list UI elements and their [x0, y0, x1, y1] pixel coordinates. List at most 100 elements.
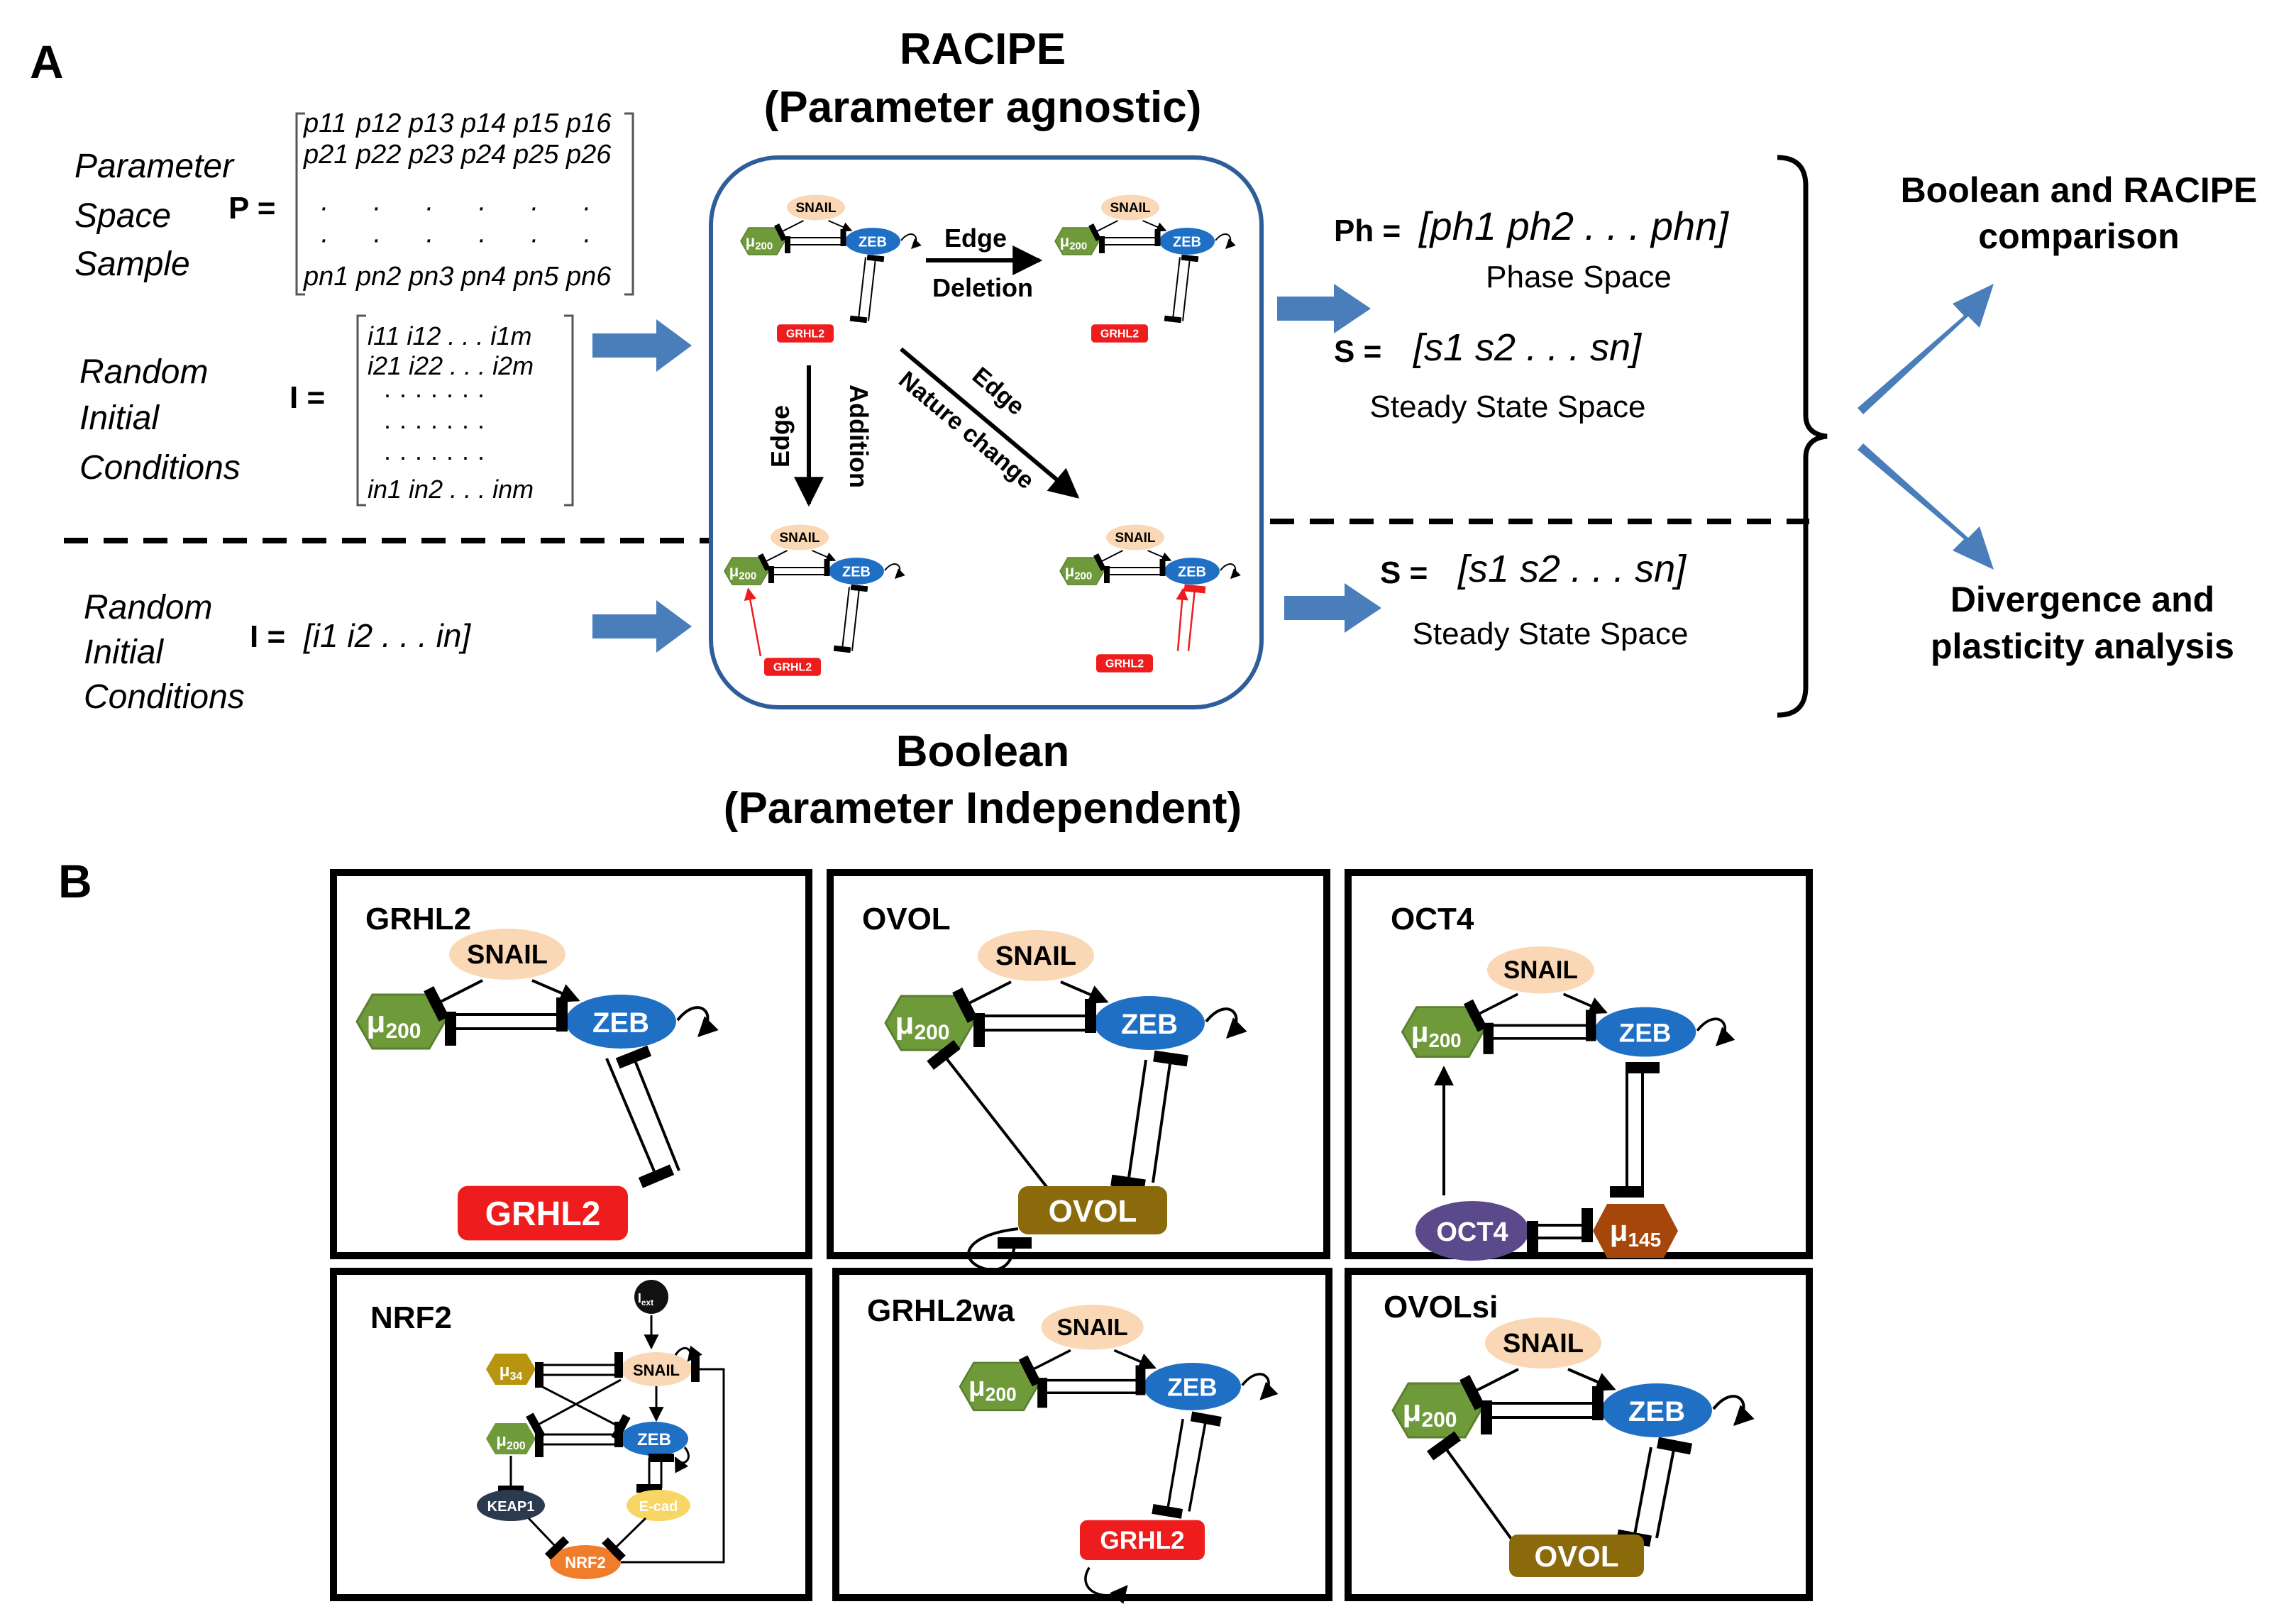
init-label-line2: Initial [79, 399, 160, 437]
network-grhl2 [357, 929, 707, 1241]
svg-text:OVOL: OVOL [1534, 1539, 1618, 1573]
init-row-1: i11 i12 . . . i1m [368, 321, 531, 350]
arrow-init-to-racipe [592, 319, 692, 372]
init-label-line1: Random [79, 353, 208, 391]
param-label-line1: Parameter [74, 148, 235, 185]
param-matrix-cell: p16 [565, 109, 612, 138]
param-matrix-cell: · [372, 193, 381, 223]
phase-caption: Phase Space [1486, 260, 1672, 294]
panel-b-letter: B [58, 855, 92, 907]
param-matrix-cell: p15 [513, 109, 559, 138]
param-matrix-cell: pn5 [513, 262, 559, 292]
arrow-racipe-to-output [1277, 284, 1371, 333]
param-matrix-cell: p12 [355, 109, 401, 138]
steady-symbol: S = [1334, 334, 1381, 369]
edge-addition-label-1: Edge [766, 405, 795, 468]
param-matrix-cell: p24 [460, 140, 506, 170]
phase-vector: [ph1 ph2 . . . phn] [1418, 204, 1729, 248]
boolean-title: Boolean [896, 727, 1070, 776]
arrow-bool-init-to-boolean [592, 600, 692, 653]
edge-nature-arrow [900, 347, 1080, 499]
bool-init-line1: Random [84, 589, 212, 626]
bool-steady-symbol: S = [1380, 555, 1428, 590]
svg-text:SNAIL: SNAIL [633, 1361, 680, 1379]
param-matrix-cell: · [529, 193, 539, 223]
box-ovol [827, 869, 1330, 1259]
param-symbol: P = [228, 191, 275, 226]
param-matrix-cell: pn4 [460, 262, 506, 292]
svg-text:OVOL: OVOL [1049, 1194, 1137, 1229]
init-label-line3: Conditions [79, 449, 241, 487]
param-matrix-cell: · [319, 193, 329, 223]
arrow-to-comparison [1858, 284, 1994, 414]
param-label-line3: Sample [74, 245, 190, 283]
param-matrix-cell: pn1 [303, 262, 348, 292]
bool-init-label: Random Initial Conditions [84, 589, 245, 716]
net-title-nrf2: NRF2 [370, 1300, 452, 1335]
bool-init-line3: Conditions [84, 678, 245, 716]
param-matrix-cell: p25 [513, 140, 559, 170]
edge-deletion-label-2: Deletion [932, 273, 1033, 302]
param-matrix-dot: · [372, 225, 381, 255]
init-row-2: i21 i22 . . . i2m [368, 351, 534, 380]
init-row-dots-3: · · · · · · · [383, 442, 485, 471]
racipe-subtitle: (Parameter agnostic) [764, 83, 1202, 132]
outcome-comparison-2: comparison [1978, 216, 2179, 256]
param-matrix-cell: p23 [408, 140, 453, 170]
init-matrix: i11 i12 . . . i1m i21 i22 . . . i2m · · … [356, 314, 574, 507]
param-matrix-cell: p21 [303, 140, 348, 170]
param-matrix-cell: · [424, 193, 434, 223]
initial-conditions-label: Random Initial Conditions [79, 353, 241, 487]
param-matrix-cell: p13 [408, 109, 453, 138]
arrow-to-divergence [1858, 443, 1994, 570]
bool-steady-caption: Steady State Space [1413, 616, 1689, 651]
box-grhl2wa [832, 1268, 1332, 1601]
net-title-ovol: OVOL [862, 902, 951, 936]
param-matrix-cell: p14 [460, 109, 506, 138]
param-matrix-cell: · [582, 193, 591, 223]
network-oct4: OCT4 μ145 [1402, 946, 1725, 1261]
racipe-title: RACIPE [900, 25, 1066, 74]
param-matrix-cell: p26 [565, 140, 612, 170]
param-matrix-dot: · [529, 225, 539, 255]
box-oct4 [1345, 869, 1813, 1259]
network-grhl2wa [960, 1305, 1269, 1604]
box-grhl2 [330, 869, 812, 1259]
network-ovolsi: OVOL [1393, 1317, 1743, 1577]
param-matrix-cell: p11 [303, 109, 347, 138]
outcome-divergence-2: plasticity analysis [1931, 626, 2234, 666]
bool-steady-vector: [s1 s2 . . . sn] [1457, 548, 1687, 590]
init-row-dots-2: · · · · · · · [383, 411, 485, 440]
phase-symbol: Ph = [1334, 214, 1401, 248]
network-nrf2: Iext SNAIL μ34 μ200 ZEB KEAP1 E-cad NRF2 [477, 1280, 725, 1579]
param-matrix-dot: · [319, 225, 329, 255]
outcome-divergence-1: Divergence and [1950, 580, 2214, 619]
edge-deletion-label-1: Edge [944, 223, 1007, 253]
steady-vector: [s1 s2 . . . sn] [1412, 326, 1643, 369]
network-ovol: OVOL [885, 930, 1236, 1272]
param-matrix-cell: · [477, 193, 486, 223]
svg-text:NRF2: NRF2 [565, 1554, 605, 1571]
param-matrix-cell: p22 [355, 140, 401, 170]
net-title-oct4: OCT4 [1391, 902, 1474, 936]
param-matrix-cell: pn3 [408, 262, 453, 292]
box-nrf2 [330, 1268, 812, 1601]
svg-text:ZEB: ZEB [637, 1430, 671, 1449]
init-symbol: I = [289, 380, 325, 415]
bool-init-line2: Initial [84, 634, 164, 671]
net-title-ovolsi: OVOLsi [1384, 1290, 1498, 1325]
svg-text:E-cad: E-cad [639, 1499, 678, 1515]
param-matrix-dot: · [477, 225, 486, 255]
boolean-subtitle: (Parameter Independent) [724, 784, 1242, 833]
init-row-dots-1: · · · · · · · [383, 380, 485, 409]
net-title-grhl2: GRHL2 [365, 902, 471, 936]
svg-text:KEAP1: KEAP1 [487, 1499, 535, 1515]
bool-init-symbol: I = [250, 619, 285, 654]
param-matrix-cell: pn2 [355, 262, 401, 292]
steady-caption: Steady State Space [1370, 389, 1646, 424]
curly-brace [1777, 155, 1828, 718]
panel-a-letter: A [30, 35, 64, 88]
outcome-comparison-1: Boolean and RACIPE [1901, 170, 2258, 210]
